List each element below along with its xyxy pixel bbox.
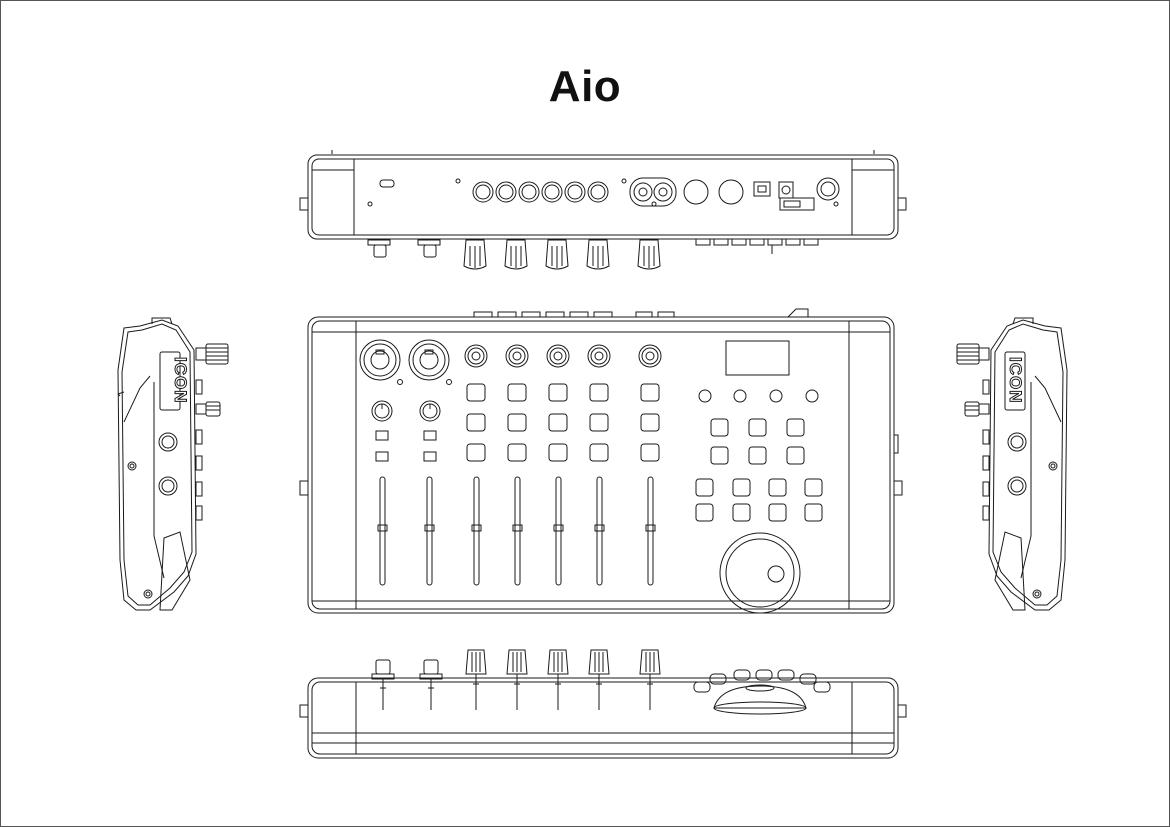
- side-stand: [995, 532, 1025, 610]
- rear-button-edge: [474, 309, 808, 317]
- right-side-body: [989, 318, 1067, 610]
- jog-wheel: [720, 533, 800, 613]
- front-panel-body: [300, 678, 906, 758]
- pad-button-grid: [696, 479, 822, 521]
- mic-gain-knob-profile: [372, 660, 442, 710]
- channel-button-grid: [467, 384, 659, 461]
- pad-button-profile: [694, 670, 830, 692]
- side-stand: [160, 532, 190, 610]
- power-toggle-switch: [780, 198, 814, 210]
- rear-panel-body: [300, 150, 906, 239]
- lcd-display: [726, 341, 789, 375]
- mic-gain-knob-profile: [368, 240, 440, 257]
- rca-jack-pair: [630, 178, 676, 206]
- rear-power-switch: [380, 180, 394, 187]
- top-panel-body: [300, 317, 902, 613]
- icon-logo-plate: ICON: [160, 352, 191, 410]
- front-panel-view: [296, 650, 912, 765]
- screw-icon: [1033, 462, 1057, 598]
- channel-fader: [378, 477, 655, 585]
- channel-knob-profile: [464, 240, 660, 269]
- jog-wheel-profile: [714, 685, 806, 714]
- side-jack: [159, 433, 177, 495]
- pad-button-profile: [696, 239, 818, 254]
- function-button-round: [699, 390, 818, 402]
- side-button-stack: [196, 380, 202, 520]
- mic-switch: [376, 431, 436, 461]
- icon-logo-text: ICON: [1006, 357, 1025, 404]
- icon-logo-plate: [1005, 352, 1025, 410]
- usb-port: [754, 182, 770, 196]
- channel-knob-profile: [466, 650, 660, 710]
- left-side-body: [118, 318, 196, 610]
- dc-power-jack: [779, 182, 793, 198]
- channel-encoder-knob: [465, 345, 661, 367]
- rear-panel-view: [296, 150, 912, 278]
- drawing-title: Aio: [548, 62, 622, 111]
- side-knob-profile: [957, 344, 989, 416]
- screw-icon: [128, 462, 152, 598]
- headphone-jack: [817, 178, 839, 200]
- icon-logo-text: ICON: [171, 357, 190, 404]
- xlr-combo-input: [360, 340, 452, 385]
- transport-button-grid: [711, 419, 804, 464]
- midi-port-pair: [684, 180, 743, 204]
- top-panel-view: [296, 305, 912, 617]
- mic-gain-knob: [372, 401, 440, 421]
- side-button-stack: [983, 380, 989, 520]
- side-knob-profile: [196, 344, 228, 416]
- quarter-inch-jack-row: [473, 182, 608, 202]
- left-side-view: ICON: [110, 310, 235, 615]
- right-side-view: ICON: [950, 310, 1075, 615]
- side-jack: [1008, 433, 1026, 495]
